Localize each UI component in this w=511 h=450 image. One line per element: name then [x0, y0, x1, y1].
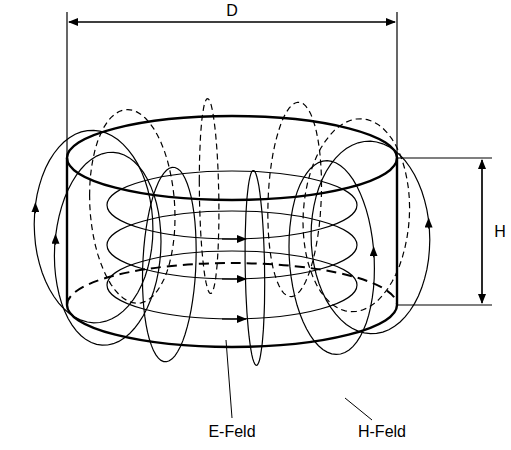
- h-field-loop: [34, 130, 153, 322]
- dimension-h: [397, 158, 492, 305]
- field-label: H-Feld: [356, 423, 408, 441]
- leader-lines: [226, 340, 372, 420]
- h-field-loop: [143, 167, 197, 361]
- dimension-d: [67, 12, 397, 158]
- h-field-loop: [289, 161, 374, 355]
- dielectric-cylinder: [67, 116, 397, 347]
- h-field-loop: [245, 171, 265, 366]
- h-field-front: [34, 130, 430, 365]
- dimension-label: D: [224, 2, 240, 20]
- h-field-loop: [90, 110, 175, 304]
- field-label: E-Feld: [206, 423, 257, 441]
- dimension-label: H: [492, 223, 508, 241]
